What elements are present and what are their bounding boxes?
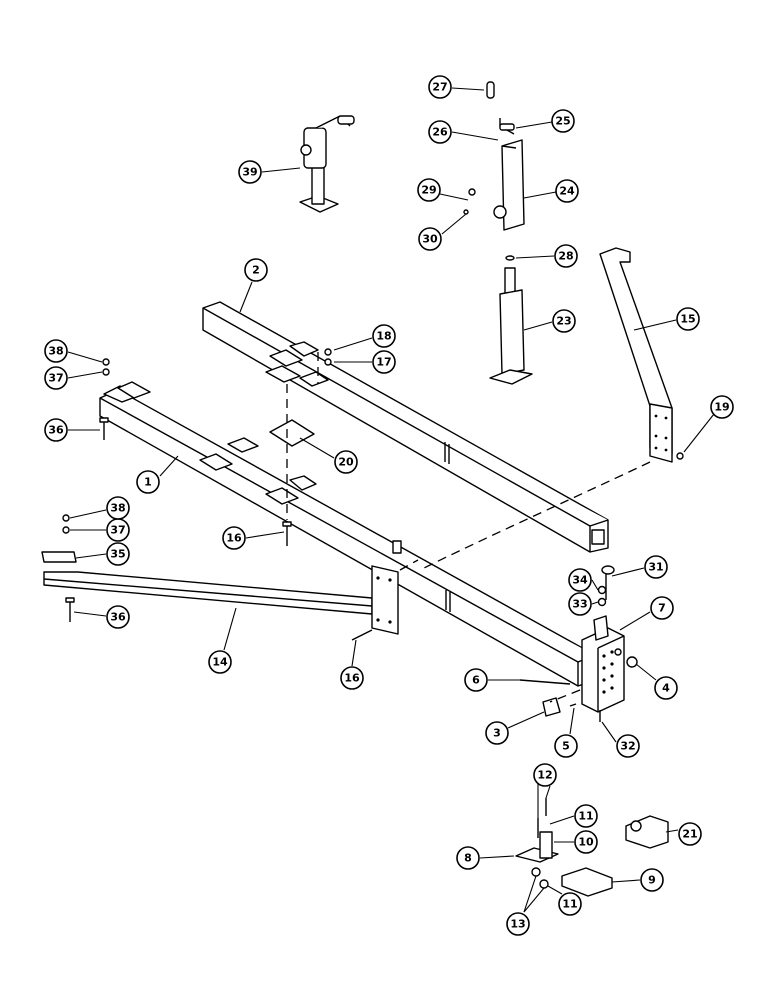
svg-text:7: 7 — [658, 602, 666, 615]
callout-9: 9 — [611, 868, 664, 892]
brace-15 — [599, 247, 673, 463]
clevis-detail — [515, 798, 669, 897]
svg-text:21: 21 — [682, 828, 697, 841]
jack-stand-exploded — [463, 81, 533, 385]
callout-29: 29 — [417, 178, 469, 202]
svg-text:23: 23 — [556, 315, 571, 328]
callout-13: 13 — [506, 875, 545, 936]
callout-21: 21 — [665, 822, 702, 846]
svg-text:8: 8 — [464, 852, 472, 865]
callout-26: 26 — [428, 120, 499, 144]
frame-beam-upper — [202, 301, 609, 553]
callout-18: 18 — [333, 324, 396, 351]
hitch-plate-assembly — [581, 615, 625, 713]
jack-39 — [299, 115, 355, 213]
svg-text:31: 31 — [648, 561, 663, 574]
svg-text:17: 17 — [376, 356, 391, 369]
svg-text:4: 4 — [662, 682, 670, 695]
svg-text:14: 14 — [212, 656, 228, 669]
callout-34: 34 — [568, 568, 599, 592]
svg-text:26: 26 — [432, 126, 448, 139]
svg-text:25: 25 — [555, 115, 570, 128]
svg-text:11: 11 — [578, 810, 593, 823]
svg-text:9: 9 — [648, 874, 656, 887]
svg-text:20: 20 — [338, 456, 354, 469]
callout-16-upper: 16 — [222, 526, 285, 550]
callout-25: 25 — [515, 109, 575, 133]
callout-17: 17 — [334, 350, 396, 374]
callout-4: 4 — [635, 663, 678, 700]
svg-text:36: 36 — [110, 611, 126, 624]
callout-32: 32 — [601, 721, 640, 758]
svg-text:30: 30 — [422, 233, 438, 246]
callout-37-lower: 37 — [70, 518, 130, 542]
callout-38-upper: 38 — [44, 339, 103, 363]
callout-38-lower: 38 — [69, 496, 130, 520]
callout-19: 19 — [683, 395, 734, 453]
callout-31: 31 — [611, 555, 668, 579]
svg-text:1: 1 — [144, 476, 152, 489]
callout-28: 28 — [515, 244, 578, 268]
svg-text:37: 37 — [48, 372, 63, 385]
svg-text:36: 36 — [48, 424, 64, 437]
callout-11-lower: 11 — [547, 885, 582, 916]
diagonal-brace — [43, 565, 399, 635]
svg-text:32: 32 — [620, 740, 635, 753]
plate-35 — [41, 551, 77, 563]
callout-20: 20 — [299, 437, 358, 474]
svg-text:2: 2 — [252, 264, 260, 277]
callout-36-lower: 36 — [73, 605, 130, 629]
callout-3: 3 — [485, 711, 545, 745]
svg-text:27: 27 — [432, 81, 447, 94]
callout-2: 2 — [239, 258, 268, 313]
frame-beam-lower — [99, 381, 596, 687]
svg-text:12: 12 — [537, 769, 552, 782]
callout-30: 30 — [418, 213, 467, 251]
callout-36-upper: 36 — [44, 418, 100, 442]
svg-text:10: 10 — [578, 836, 594, 849]
svg-text:18: 18 — [376, 330, 391, 343]
callout-10: 10 — [554, 830, 598, 854]
relation-lines — [286, 352, 651, 703]
svg-text:28: 28 — [558, 250, 573, 263]
callout-27: 27 — [428, 75, 485, 99]
callout-35: 35 — [75, 542, 130, 566]
svg-text:3: 3 — [493, 727, 501, 740]
callout-14: 14 — [208, 607, 237, 674]
callout-5: 5 — [554, 707, 578, 758]
callout-39: 39 — [238, 160, 301, 184]
svg-text:16: 16 — [344, 672, 360, 685]
callout-24: 24 — [523, 179, 579, 203]
svg-text:34: 34 — [572, 574, 588, 587]
svg-text:16: 16 — [226, 532, 242, 545]
callout-12: 12 — [533, 763, 557, 818]
callout-16-lower: 16 — [340, 639, 364, 690]
bolts-and-nuts — [62, 348, 684, 641]
callout-11-upper: 11 — [549, 804, 598, 828]
svg-text:29: 29 — [421, 184, 436, 197]
svg-text:38: 38 — [48, 345, 63, 358]
callout-6: 6 — [464, 668, 520, 692]
callout-37-upper: 37 — [44, 366, 103, 390]
svg-text:24: 24 — [559, 185, 575, 198]
svg-text:15: 15 — [680, 313, 695, 326]
callout-23: 23 — [523, 309, 576, 333]
callout-8: 8 — [456, 846, 515, 870]
callout-7: 7 — [619, 596, 674, 631]
svg-text:5: 5 — [562, 740, 570, 753]
svg-text:19: 19 — [714, 401, 729, 414]
svg-text:6: 6 — [472, 674, 480, 687]
hitch-pin-hardware — [519, 565, 638, 722]
svg-text:35: 35 — [110, 548, 125, 561]
svg-text:33: 33 — [572, 598, 587, 611]
svg-text:39: 39 — [242, 166, 257, 179]
svg-text:37: 37 — [110, 524, 125, 537]
callout-15: 15 — [633, 307, 700, 331]
svg-text:38: 38 — [110, 502, 125, 515]
svg-text:11: 11 — [562, 898, 577, 911]
callout-33: 33 — [568, 592, 599, 616]
callout-1: 1 — [136, 455, 179, 494]
svg-text:13: 13 — [510, 918, 525, 931]
